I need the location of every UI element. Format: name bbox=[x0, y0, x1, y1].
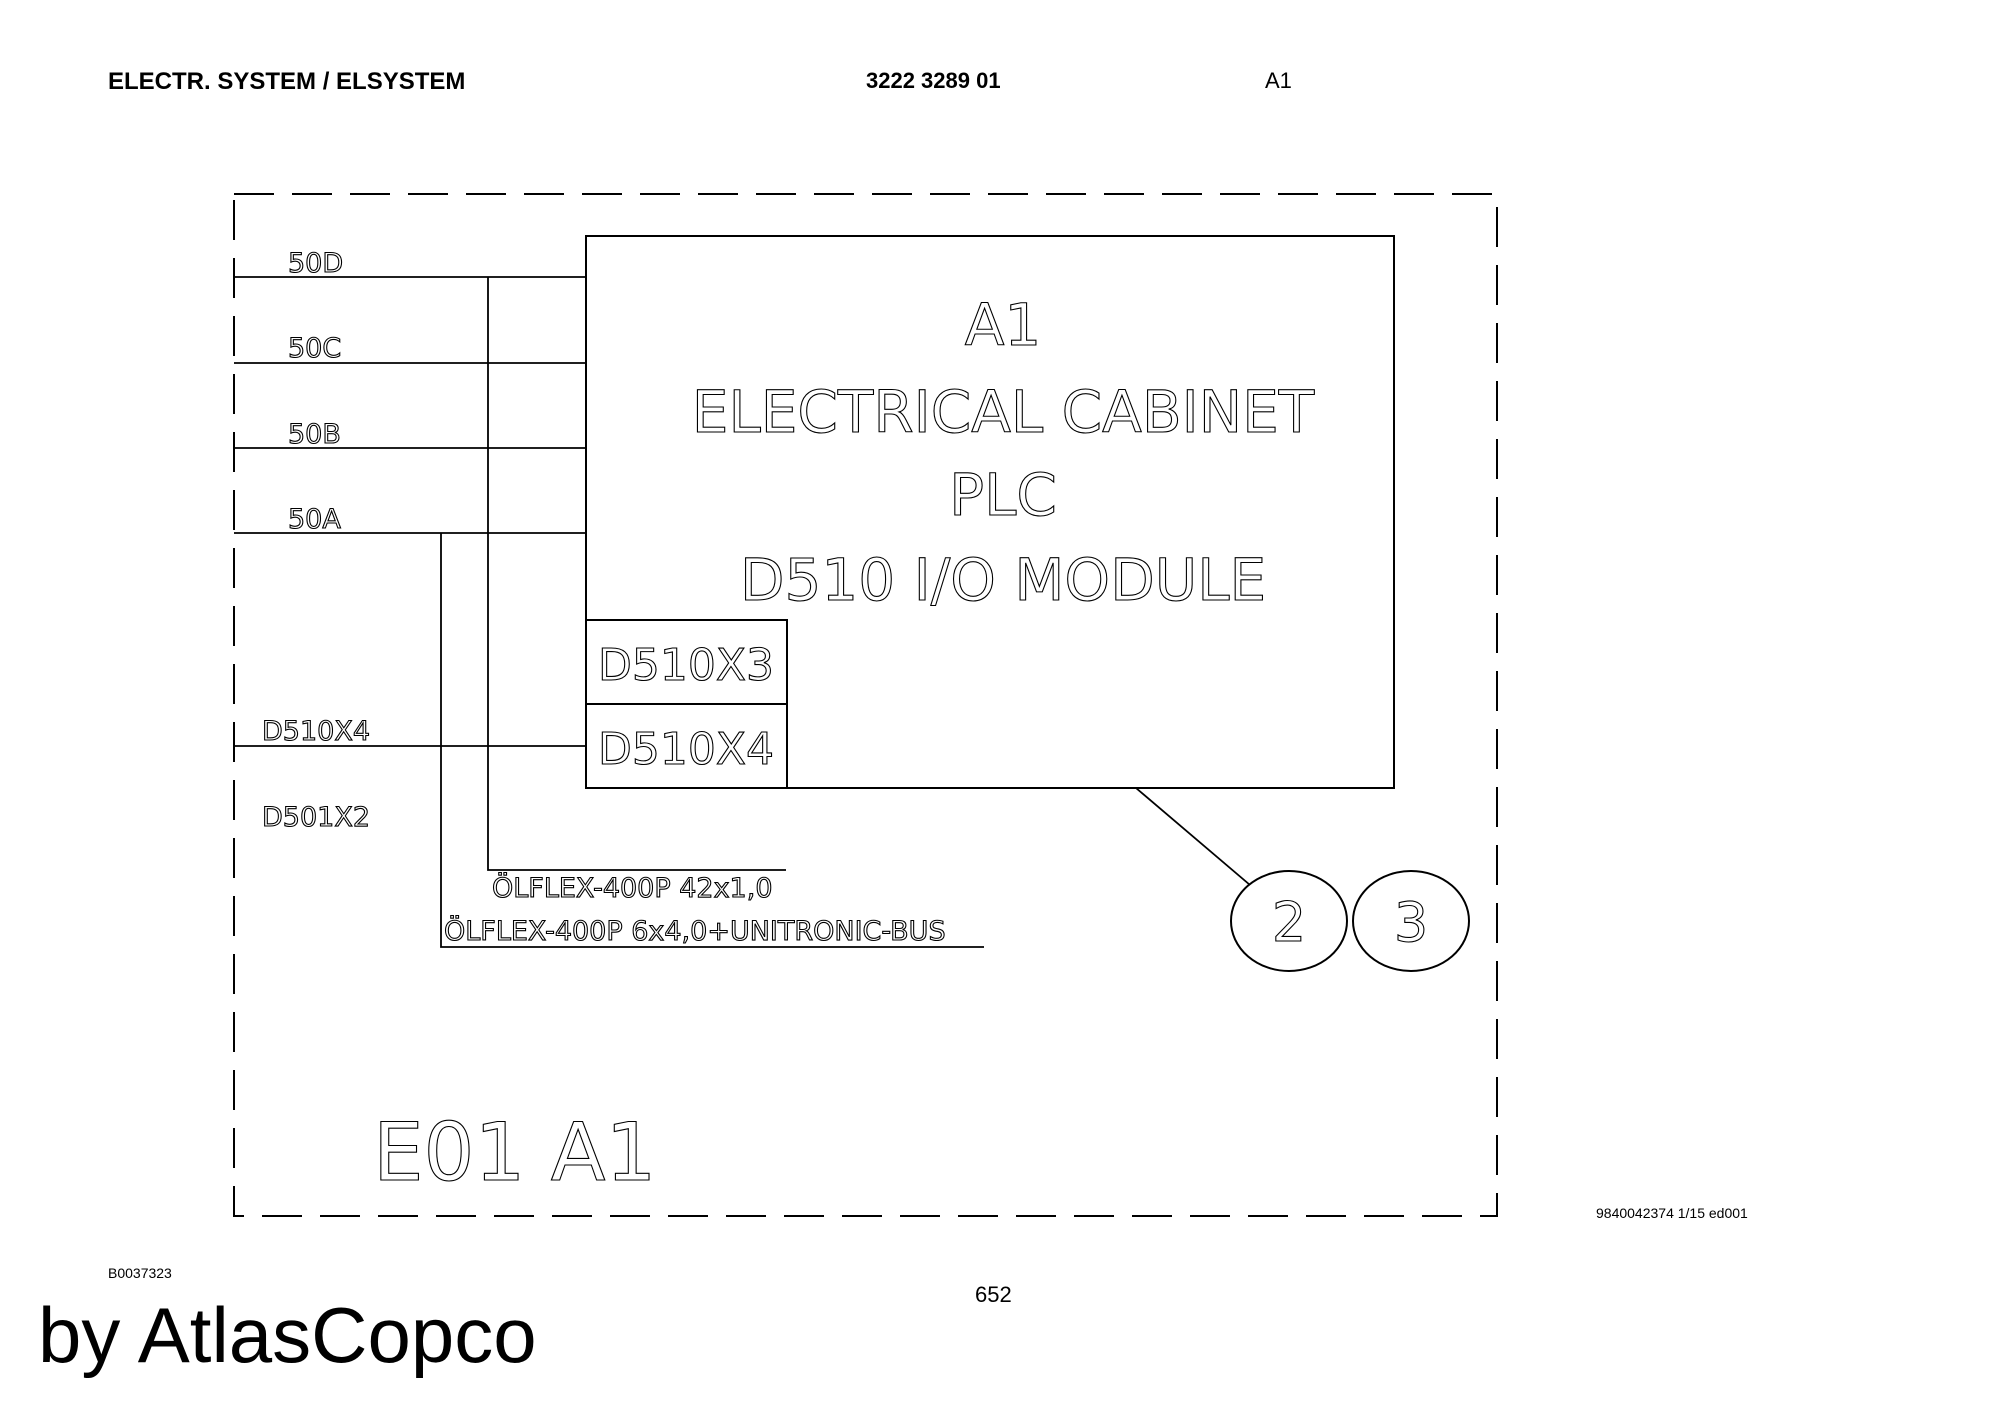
section-title: ELECTR. SYSTEM / ELSYSTEM bbox=[108, 68, 466, 95]
cable-bundles bbox=[440, 277, 984, 948]
cable-6x4-leader bbox=[440, 533, 984, 948]
page-number: 652 bbox=[975, 1282, 1012, 1307]
wire-label-50b: 50B bbox=[288, 419, 341, 450]
cabinet-box bbox=[585, 235, 1395, 789]
connector-label-d510x4: D510X4 bbox=[598, 724, 774, 775]
brand-caption: by AtlasCopco bbox=[38, 1291, 537, 1379]
cable-42x1-leader bbox=[487, 277, 786, 871]
cable-label-6x4: ÖLFLEX-400P 6x4,0+UNITRONIC-BUS bbox=[444, 915, 946, 947]
wire-label-50d: 50D bbox=[288, 248, 343, 279]
cabinet-module: D510 I/O MODULE bbox=[740, 546, 1266, 614]
cabinet-plc: PLC bbox=[949, 461, 1057, 529]
wire-label-50c: 50C bbox=[288, 333, 341, 364]
cable-label-42x1: ÖLFLEX-400P 42x1,0 bbox=[492, 872, 773, 904]
frame-label: E01 A1 bbox=[373, 1106, 656, 1199]
cabinet-id: A1 bbox=[965, 291, 1042, 359]
component-frame bbox=[233, 193, 1498, 1217]
page-ref-bubble-3 bbox=[1352, 870, 1470, 972]
cabinet-name: ELECTRICAL CABINET bbox=[692, 378, 1315, 446]
document-code: 9840042374 1/15 ed001 bbox=[1596, 1205, 1748, 1221]
page-ref-bubble-2 bbox=[1230, 870, 1348, 972]
wire-label-50a: 50A bbox=[288, 504, 341, 535]
connector-label-d510x3: D510X3 bbox=[598, 640, 774, 691]
page-ref-2: 2 bbox=[1272, 891, 1306, 954]
sheet-reference: A1 bbox=[1265, 68, 1292, 93]
part-number: 3222 3289 01 bbox=[866, 68, 1001, 93]
drawing-id: B0037323 bbox=[108, 1265, 172, 1281]
page-ref-3: 3 bbox=[1394, 891, 1428, 954]
reference-leader bbox=[1135, 787, 1251, 886]
signal-wires bbox=[234, 276, 586, 747]
wire-label-d501x2: D501X2 bbox=[262, 802, 370, 833]
wire-label-d510x4: D510X4 bbox=[262, 716, 370, 747]
